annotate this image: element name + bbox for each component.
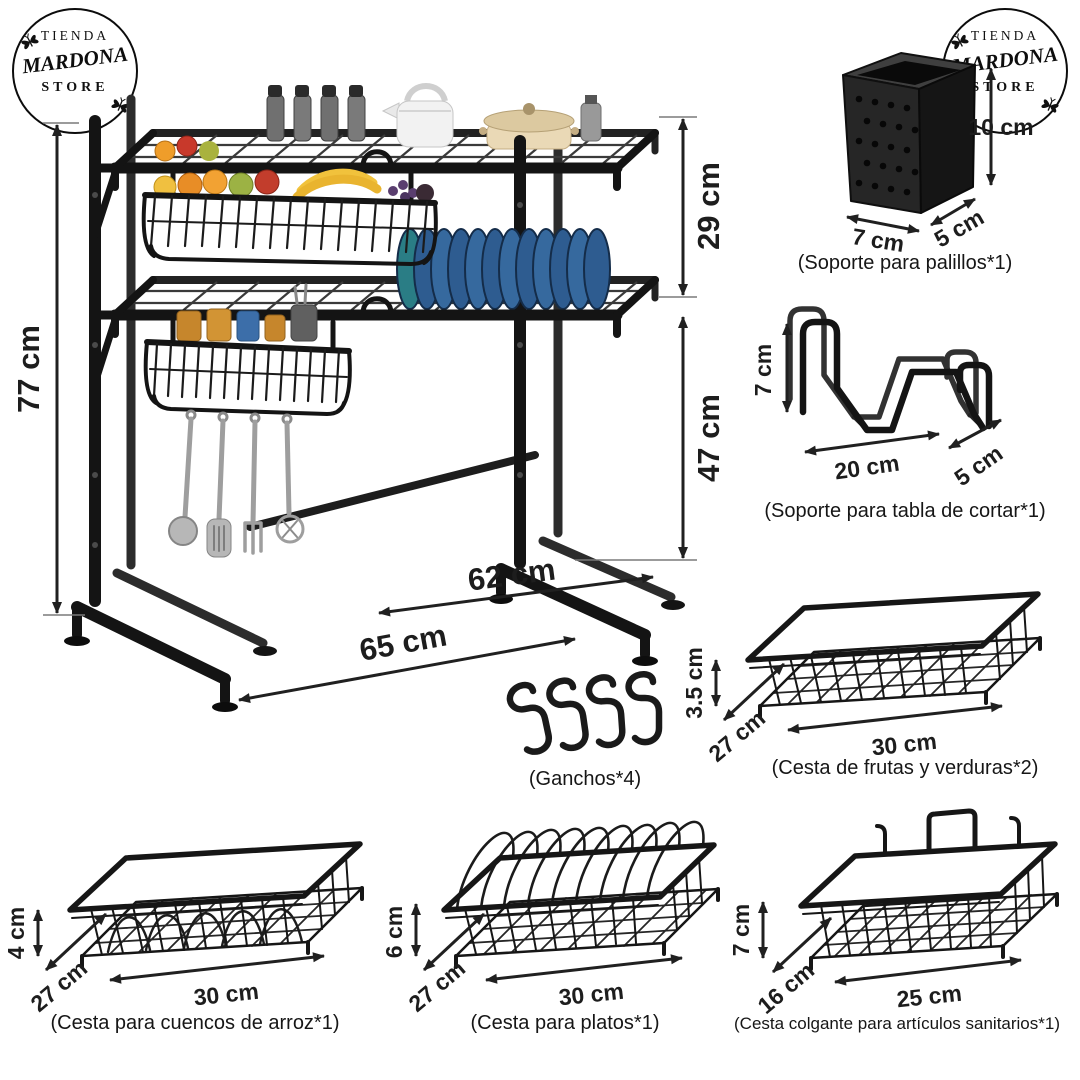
rice-bowl-basket-caption: (Cesta para cuencos de arroz*1) [50,1012,340,1034]
fork [243,521,263,555]
plate-basket-wire [441,820,720,969]
rice-basket-wire [67,841,364,969]
fruit-basket-wire [745,591,1042,719]
dim-bottom-section-label: 47 cm [691,394,726,482]
hooks-figure [506,671,663,755]
dim-label: 10 cm [968,114,1033,140]
dim-top-section-label: 29 cm [691,162,726,250]
board-holder-wire [787,306,993,434]
dim-label: 6 cm [381,906,407,958]
hanging-basket-figure: 7 cm 16 cm 25 cm [728,808,1059,1019]
fruit [202,169,228,195]
fruit-basket-figure: 3.5 cm 27 cm 30 cm [681,591,1042,767]
butterfly-icon [951,33,969,50]
fruit-basket-dimensions: 3.5 cm 27 cm 30 cm [681,647,1003,767]
dim-label: 16 cm [753,957,820,1019]
dim-label: 7 cm [728,904,754,956]
brand-logo-left: TIENDA MARDONA STORE [12,8,138,134]
dim-label: 30 cm [870,728,938,761]
cup [236,310,260,342]
hanging-utensils [168,409,305,558]
fruit [254,169,280,195]
cup [206,308,232,342]
dim-height-label: 77 cm [11,325,46,413]
butterfly-icon [111,97,129,113]
hooks-caption: (Ganchos*4) [528,768,642,790]
utensil-holder-box [842,52,976,214]
cup [264,314,286,342]
board-holder-caption: (Soporte para tabla de cortar*1) [764,500,1046,522]
plate-basket-caption: (Cesta para platos*1) [470,1012,660,1034]
server [275,514,305,544]
pot [479,103,579,150]
brand-word-top: TIENDA [40,28,110,43]
rice-bowl-basket-figure: 4 cm 27 cm 30 cm [3,841,364,1017]
brand-word-top: TIENDA [970,28,1040,43]
rack-frame-left [64,115,238,712]
dim-label: 27 cm [404,955,471,1017]
dim-label: 5 cm [949,440,1007,491]
rack-frame-mid [246,135,539,569]
s-hooks [506,671,663,755]
board-holder-figure: 7 cm 20 cm 5 cm [750,306,1007,491]
rack-cup-basket [143,283,352,417]
dish-plates [396,228,611,310]
hanging-hooks [875,816,1021,856]
kettle [381,83,454,148]
hanging-basket-wire [798,808,1059,971]
utensil-holder-caption: (Soporte para palillos*1) [797,252,1013,274]
banana [292,174,382,202]
butterfly-icon [21,33,39,50]
hanging-basket-caption: (Cesta colgante para artículos sanitario… [734,1014,1060,1033]
dim-label: 7 cm [750,344,776,396]
rack-fruit-basket [141,167,438,267]
dim-label: 20 cm [833,450,901,485]
dim-label: 3.5 cm [681,647,707,719]
dim-label: 30 cm [192,978,260,1011]
dim-label: 25 cm [895,980,963,1013]
main-dimensions: 77 cm 29 cm 47 cm 62 cm 65 cm [11,116,726,703]
plate-basket-figure: 6 cm 27 cm 30 cm [381,820,720,1017]
hanging-basket-dimensions: 7 cm 16 cm 25 cm [728,901,1022,1019]
dim-outer-width-label: 65 cm [357,617,450,667]
dim-label: 4 cm [3,907,29,959]
fruit [228,172,254,198]
utensil-holder-figure: 10 cm 7 cm 5 cm [842,52,1034,257]
fruit [154,140,176,162]
brand-word-bottom: STORE [41,80,109,95]
fruit-basket-caption: (Cesta de frutas y verduras*2) [771,757,1039,779]
dim-label: 5 cm [930,204,988,253]
main-rack-figure: 77 cm 29 cm 47 cm 62 cm 65 cm [11,83,726,712]
spice-bottles [266,85,366,142]
top-shelf-items [154,83,602,162]
fruit [199,141,219,161]
cup [176,310,202,342]
ladle [168,516,198,546]
drain-holes [855,95,919,196]
bottle [580,95,602,142]
butterfly-icon [1041,97,1059,113]
fruit [176,135,198,157]
utensil-cup [290,304,318,342]
dim-label: 27 cm [26,955,93,1017]
dim-label: 30 cm [557,978,625,1011]
basket-handle [926,808,978,854]
